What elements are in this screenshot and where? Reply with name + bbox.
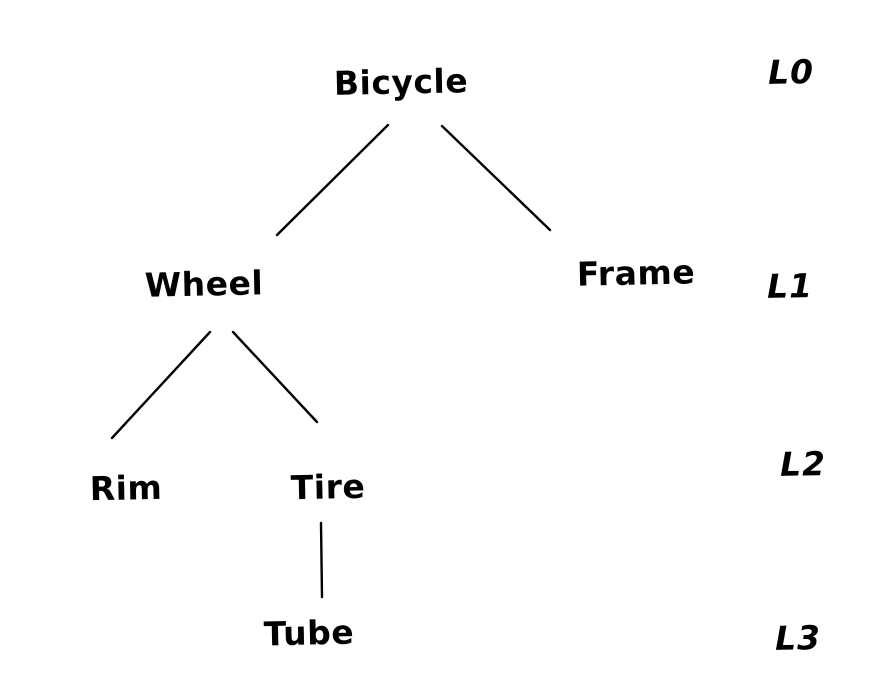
- tree-node-tube: Tube: [263, 612, 355, 654]
- tree-node-frame: Frame: [576, 252, 696, 294]
- level-label-l1: L1: [766, 266, 814, 306]
- tree-node-tire: Tire: [290, 466, 366, 508]
- level-label-l2: L2: [779, 444, 827, 484]
- level-label-l3: L3: [774, 618, 822, 658]
- tree-node-rim: Rim: [89, 467, 163, 509]
- tree-node-wheel: Wheel: [144, 263, 264, 305]
- level-label-l0: L0: [767, 52, 815, 92]
- tree-node-bicycle: Bicycle: [333, 61, 469, 103]
- edge-wheel-rim: [110, 330, 212, 440]
- edge-wheel-tire: [231, 330, 319, 424]
- edge-bicycle-wheel: [275, 123, 390, 237]
- edge-bicycle-frame: [440, 124, 552, 232]
- edge-tire-tube: [319, 521, 324, 599]
